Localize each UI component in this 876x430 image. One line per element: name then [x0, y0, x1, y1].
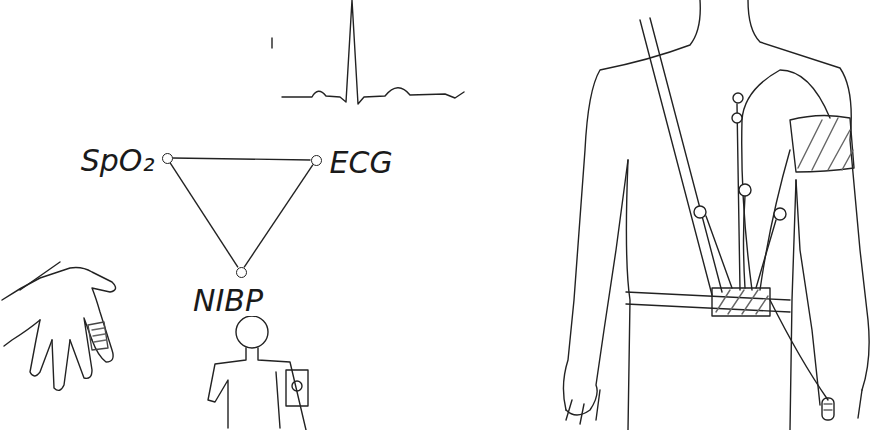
node-label: ECG	[328, 148, 395, 178]
torso-with-cuff	[208, 316, 308, 430]
body-figure	[563, 0, 869, 430]
connector-line	[170, 163, 238, 268]
sensor-node: NIBP	[236, 267, 247, 278]
ecg-waveform	[272, 0, 464, 104]
connector-line	[244, 165, 313, 268]
node-label: NIBP	[191, 286, 265, 316]
hand-sketch	[2, 262, 116, 390]
sensor-node: SpO₂	[162, 153, 173, 164]
connector-line	[173, 158, 311, 160]
node-label: SpO₂	[79, 146, 157, 176]
sensor-node: ECG	[311, 155, 322, 166]
